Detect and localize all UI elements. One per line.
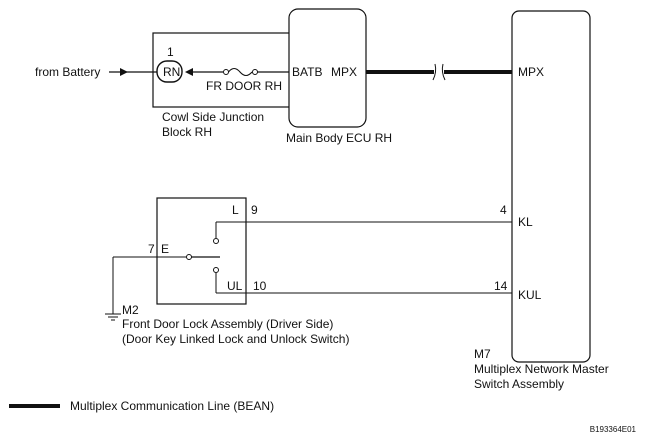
switch-pivot xyxy=(186,254,192,260)
junction-block-name-2: Block RH xyxy=(162,125,212,139)
door-lock-name-1: Front Door Lock Assembly (Driver Side) xyxy=(122,317,333,331)
switch-contact-l xyxy=(213,238,219,244)
fuse-icon xyxy=(228,67,253,77)
switch-contact-ul xyxy=(213,267,219,273)
pin-e-number: 7 xyxy=(148,242,155,256)
kl-pin-number: 4 xyxy=(500,203,507,217)
connector-arrow-icon xyxy=(185,68,193,76)
pin-ul-number: 10 xyxy=(253,279,267,293)
junction-block-name-1: Cowl Side Junction xyxy=(162,110,264,124)
rn-label: RN xyxy=(163,65,180,79)
pin-ul-label: UL xyxy=(227,279,243,293)
kl-pin-label: KL xyxy=(518,215,533,229)
ecu-mpx-label: MPX xyxy=(331,65,357,79)
main-body-ecu-box xyxy=(288,8,367,128)
fuse-label: FR DOOR RH xyxy=(206,79,282,93)
switch-name-1: Multiplex Network Master xyxy=(474,362,609,376)
rn-pin-number: 1 xyxy=(167,45,174,59)
pin-l-label: L xyxy=(232,203,239,217)
switch-assembly-box xyxy=(511,10,591,363)
kul-pin-number: 14 xyxy=(494,279,508,293)
ecu-batb-label: BATB xyxy=(292,65,322,79)
ground-icon xyxy=(105,313,121,321)
switch-connector: M7 xyxy=(474,347,491,361)
door-lock-box xyxy=(156,197,247,305)
from-battery-label: from Battery xyxy=(35,65,100,79)
line-break-icon xyxy=(432,63,437,81)
switch-name-2: Switch Assembly xyxy=(474,377,564,391)
ecu-name: Main Body ECU RH xyxy=(286,131,392,145)
kul-pin-label: KUL xyxy=(518,288,542,302)
switch-mpx-label: MPX xyxy=(518,65,544,79)
door-lock-name-2: (Door Key Linked Lock and Unlock Switch) xyxy=(122,332,349,346)
pin-l-number: 9 xyxy=(251,203,258,217)
rn-terminal xyxy=(156,60,183,83)
battery-arrow-icon xyxy=(120,68,128,76)
figure-id: B193364E01 xyxy=(590,425,637,434)
pin-e-label: E xyxy=(161,242,169,256)
door-lock-connector: M2 xyxy=(122,303,139,317)
legend-label: Multiplex Communication Line (BEAN) xyxy=(70,399,274,413)
